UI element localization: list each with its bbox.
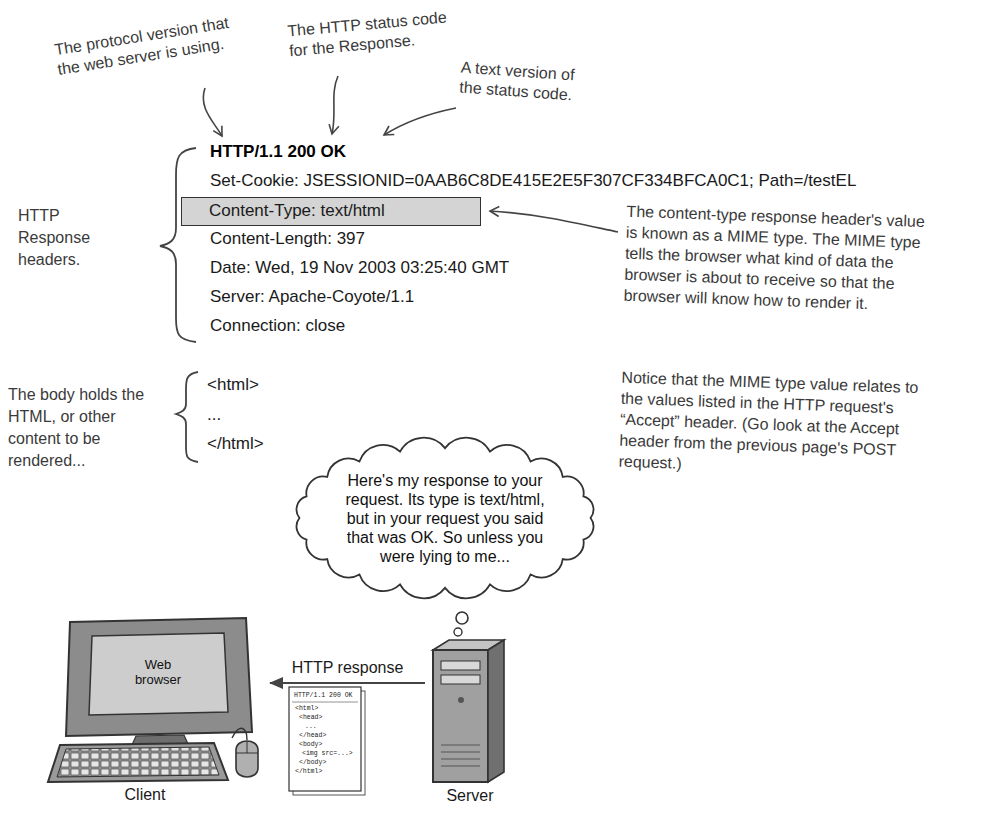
brace [176,372,198,462]
body-line: <html> [207,375,259,395]
annotation: The body holds the HTML, or other conten… [8,384,168,472]
device-label: Server [425,786,515,805]
annotation: The protocol version that the web server… [53,10,252,80]
body-line: ... [207,405,221,425]
document-code: </html> [295,768,322,776]
document-code: </body> [299,759,326,767]
header-line: Content-Type: text/html [209,201,385,221]
edge-label: HTTP response [289,658,407,677]
response-arrow [270,682,425,684]
leader-line [332,76,338,134]
leader-line [490,211,618,232]
device-label: Client [95,785,195,804]
drive-bay [441,675,480,684]
server-front [433,650,488,782]
monitor-case [66,618,252,736]
thought-bubble: Here's my response to your request. Its … [288,437,602,599]
leader-line [384,108,456,135]
document-code: <html> [295,705,318,713]
header-line: Date: Wed, 19 Nov 2003 03:25:40 GMT [210,258,509,278]
document-page [289,687,361,791]
header-line: Content-Length: 397 [210,229,365,249]
document-code: ... [305,723,317,731]
cloud-outline [297,438,594,599]
screen-label: Web browser [132,657,184,687]
thought-dot [456,612,468,624]
brace [160,148,196,342]
status-line: HTTP/1.1 200 OK [210,142,346,162]
document-code: <img src=...> [302,750,353,758]
mouse [236,741,258,777]
drive-bay [441,661,480,670]
document-code: <head> [299,714,322,722]
server-vents [441,745,480,766]
header-line: Set-Cookie: JSESSIONID=0AAB6C8DE415E2E5F… [210,171,856,191]
header-box: Content-Type: text/html [181,197,481,226]
mouse-buttons [236,741,258,753]
server-side [488,640,504,782]
header-line: Server: Apache-Coyote/1.1 [210,287,414,307]
bubble-text: Here's my response to your request. Its … [343,471,548,566]
power-button [458,697,464,703]
leader-line [203,88,222,136]
monitor-screen [89,633,228,715]
document-rule [292,702,358,703]
header-line: Connection: close [210,316,345,336]
annotation: HTTP Response headers. [18,205,103,271]
annotation: The content-type response header's value… [623,201,931,317]
document-code: </head> [299,732,326,740]
mouse-cable [232,728,247,740]
keyboard [48,743,228,782]
document-code: <body> [299,741,322,749]
keyboard-keys [57,747,219,777]
annotation: The HTTP status code for the Response. [287,7,460,62]
server-tower: Server [425,632,515,808]
annotation: Notice that the MIME type value relates … [618,367,926,483]
client-computer: Web browserClient [55,612,270,808]
document-status: HTTP/1.1 200 OK [294,692,353,700]
thought-dot [454,628,462,636]
annotation: A text version of the status code. [459,58,591,107]
body-line: </html> [207,434,264,454]
